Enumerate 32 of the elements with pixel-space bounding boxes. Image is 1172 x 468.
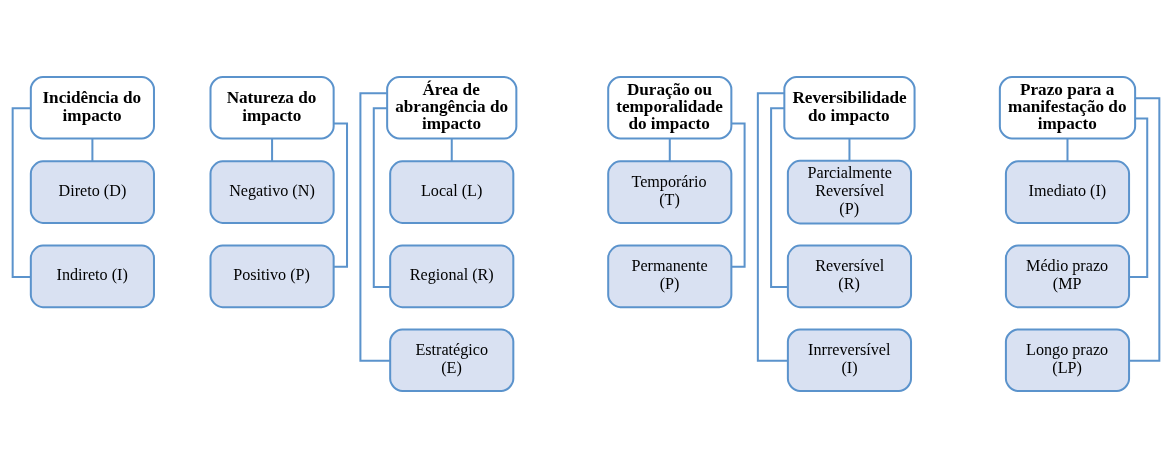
node-box: Médio prazo (MP <box>1004 244 1131 309</box>
node-box: Negativo (N) <box>209 160 335 224</box>
node-box: Local (L) <box>389 160 515 224</box>
node-box: Temporário (T) <box>607 160 733 224</box>
connector <box>1129 97 1161 362</box>
connector <box>359 92 391 362</box>
node-box: Reversibilidade do impacto <box>783 76 916 140</box>
connector <box>271 138 274 162</box>
node-box: Longo prazo (LP) <box>1004 328 1131 392</box>
connector <box>450 138 453 162</box>
connector <box>731 122 746 268</box>
node-box: Permanente (P) <box>607 244 733 309</box>
node-box: Indireto (I) <box>29 244 155 309</box>
node-box: Prazo para a manifestação do impacto <box>998 76 1137 140</box>
node-box: Incidência do impacto <box>29 76 155 140</box>
node-box: Parcialmente Reversível (P) <box>786 159 913 225</box>
node-box: Direto (D) <box>29 160 155 224</box>
node-box: Duração ou temporalidade do impacto <box>607 76 733 140</box>
node-box: Positivo (P) <box>209 244 335 309</box>
node-box: Área de abrangência do impacto <box>386 76 518 140</box>
node-box: Natureza do impacto <box>209 76 335 140</box>
connector <box>668 138 671 162</box>
node-box: Reversível (R) <box>786 244 913 309</box>
connector <box>1066 138 1069 162</box>
node-box: Estratégico (E) <box>389 328 515 392</box>
node-box: Imediato (I) <box>1004 160 1131 224</box>
connector <box>333 122 349 268</box>
connector <box>756 92 788 362</box>
node-box: Regional (R) <box>389 244 515 309</box>
node-box: Inrreversível (I) <box>786 328 913 392</box>
connector <box>848 138 851 161</box>
connector <box>91 138 94 162</box>
